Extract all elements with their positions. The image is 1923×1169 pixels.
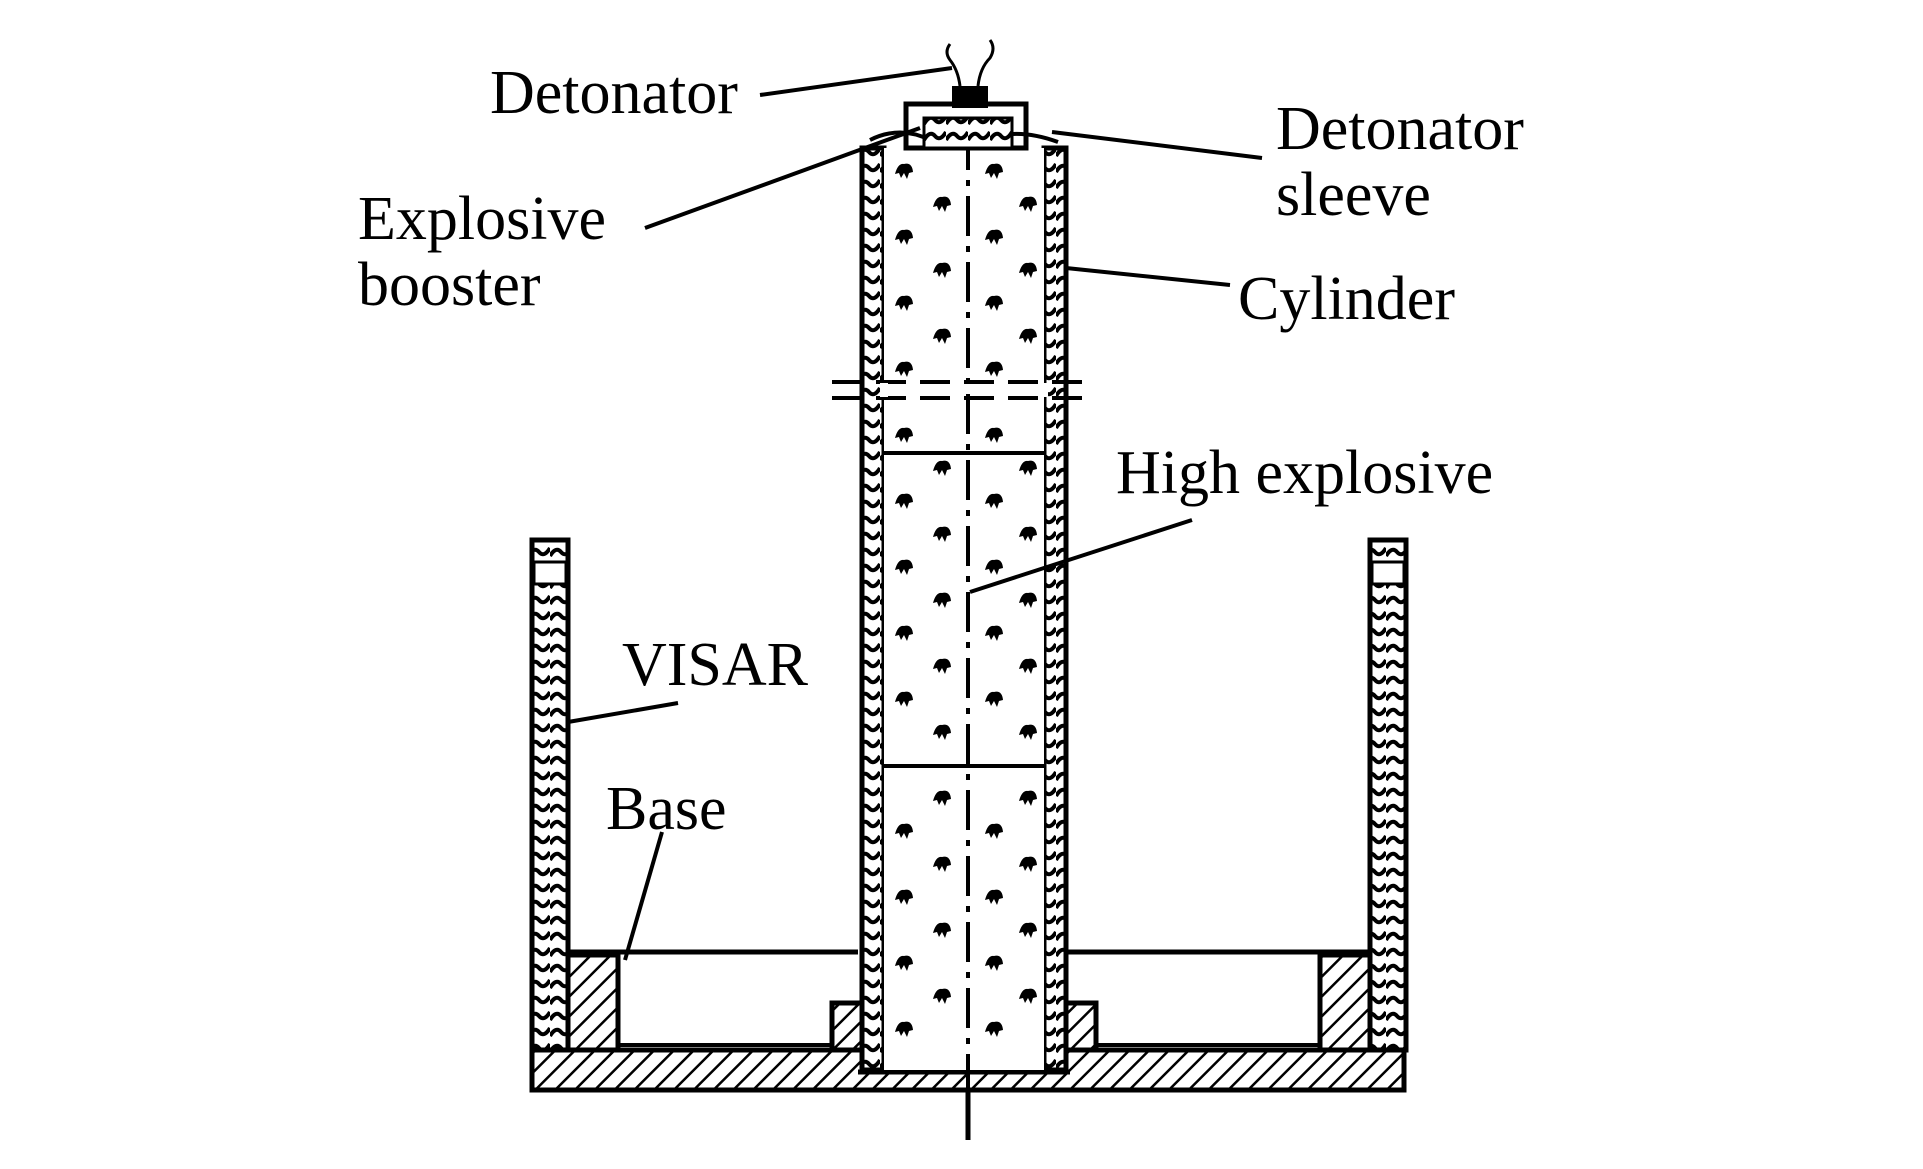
explosive-particle [985, 295, 1003, 311]
label-explosive-booster-line1: Explosive [358, 185, 606, 253]
leader-visar [567, 701, 679, 724]
explosive-particle [985, 361, 1003, 377]
explosive-particle [985, 493, 1003, 509]
explosive-particle [895, 691, 913, 707]
explosive-particle [895, 361, 913, 377]
explosive-particle [1019, 724, 1037, 740]
cylinder-wall-right [1041, 145, 1069, 1073]
explosive-particle [985, 625, 1003, 641]
cylinder-wall-left [859, 145, 887, 1073]
explosive-particle [985, 163, 1003, 179]
label-detonator-sleeve-line2: sleeve [1276, 161, 1431, 229]
explosive-particle [985, 955, 1003, 971]
explosive-particle [933, 328, 951, 344]
explosive-particle [1019, 988, 1037, 1004]
explosive-particle [933, 592, 951, 608]
explosive-particle [895, 493, 913, 509]
explosive-particle [933, 196, 951, 212]
base-block-left [565, 952, 621, 1053]
explosive-particle [1019, 262, 1037, 278]
explosive-particle [933, 724, 951, 740]
explosive-particle [933, 856, 951, 872]
explosive-particle [895, 1021, 913, 1037]
explosive-particle [1019, 658, 1037, 674]
visar-wall-left [529, 537, 571, 1053]
break-marks [832, 380, 1092, 400]
cylinder-collar-left [829, 1000, 865, 1053]
label-high-explosive: High explosive [1116, 439, 1494, 507]
explosive-particle [933, 922, 951, 938]
explosive-particle [1019, 790, 1037, 806]
explosive-particle [985, 229, 1003, 245]
explosive-particle [895, 889, 913, 905]
leader-detonator [759, 66, 953, 97]
explosive-particle [895, 559, 913, 575]
explosive-particle [1019, 856, 1037, 872]
explosive-particle [1019, 922, 1037, 938]
base-shelf-lines [568, 949, 1370, 1047]
explosive-particle [895, 427, 913, 443]
leader-lines [567, 66, 1263, 961]
explosive-particle [895, 163, 913, 179]
explosive-particle [985, 823, 1003, 839]
charge-segment-dividers [884, 451, 1044, 768]
leader-detonator-sleeve [1051, 130, 1263, 160]
explosive-particle [895, 295, 913, 311]
explosive-particle [895, 625, 913, 641]
label-detonator: Detonator [490, 59, 738, 127]
label-explosive-booster: Explosive booster [358, 186, 606, 318]
explosive-particle [985, 889, 1003, 905]
explosive-particle [933, 262, 951, 278]
label-detonator-sleeve-line1: Detonator [1276, 95, 1524, 163]
explosive-particle [1019, 526, 1037, 542]
explosive-particle [933, 526, 951, 542]
explosive-particle [895, 823, 913, 839]
visar-wall-right [1367, 537, 1409, 1053]
explosive-particle [985, 691, 1003, 707]
explosive-particle [1019, 196, 1037, 212]
explosive-particle [1019, 592, 1037, 608]
explosive-particle [985, 559, 1003, 575]
label-cylinder: Cylinder [1238, 265, 1455, 333]
explosive-particle [985, 427, 1003, 443]
label-base: Base [606, 775, 727, 843]
leader-cylinder [1065, 266, 1231, 287]
cylinder-collar-right [1063, 1000, 1099, 1053]
explosive-particle [933, 988, 951, 1004]
explosive-particle [933, 658, 951, 674]
explosive-particle [895, 955, 913, 971]
leader-base [623, 831, 664, 961]
explosive-particle [933, 460, 951, 476]
explosive-particle [933, 790, 951, 806]
label-visar: VISAR [622, 631, 809, 699]
leader-explosive-booster [644, 126, 921, 230]
label-detonator-sleeve: Detonator sleeve [1276, 96, 1524, 228]
high-explosive-column [884, 148, 1044, 1070]
explosive-particle [895, 229, 913, 245]
explosive-particle [985, 1021, 1003, 1037]
leader-high-explosive [969, 518, 1193, 594]
base-block-right [1317, 952, 1373, 1053]
explosive-particle [1019, 328, 1037, 344]
label-explosive-booster-line2: booster [358, 251, 541, 319]
detonator [945, 39, 995, 108]
explosive-booster [922, 116, 1014, 150]
explosive-particle [1019, 460, 1037, 476]
